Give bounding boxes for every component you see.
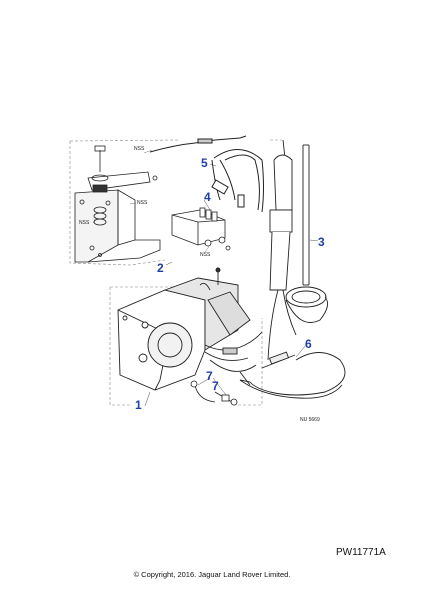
illustration-reference: PW11771A [336,547,386,558]
callout-5: 5 [201,156,208,170]
callout-7b: 7 [212,379,219,393]
drawing-code: NU 5669 [300,417,320,423]
mounting-bracket [74,145,161,263]
aerial-mast [267,139,329,361]
callout-1: 1 [135,398,142,412]
callout-leaders [144,163,319,407]
callout-3: 3 [318,235,325,249]
aerial-lead [239,351,346,399]
callout-7a: 7 [206,369,213,383]
callout-4: 4 [204,190,211,204]
callout-6: 6 [305,337,312,351]
nss-label-bracket: NSS [137,200,148,206]
wiring-loom [149,135,264,213]
nss-label-washers: NSS [79,220,90,226]
fixing-screws [190,380,238,406]
aerial-motor [117,267,263,391]
control-relay [171,207,231,251]
nss-label-loom: NSS [134,146,145,152]
nss-leaders [92,149,211,253]
copyright-notice: © Copyright, 2016. Jaguar Land Rover Lim… [133,570,291,579]
callout-2: 2 [157,261,164,275]
nss-label-screw: NSS [200,252,211,258]
